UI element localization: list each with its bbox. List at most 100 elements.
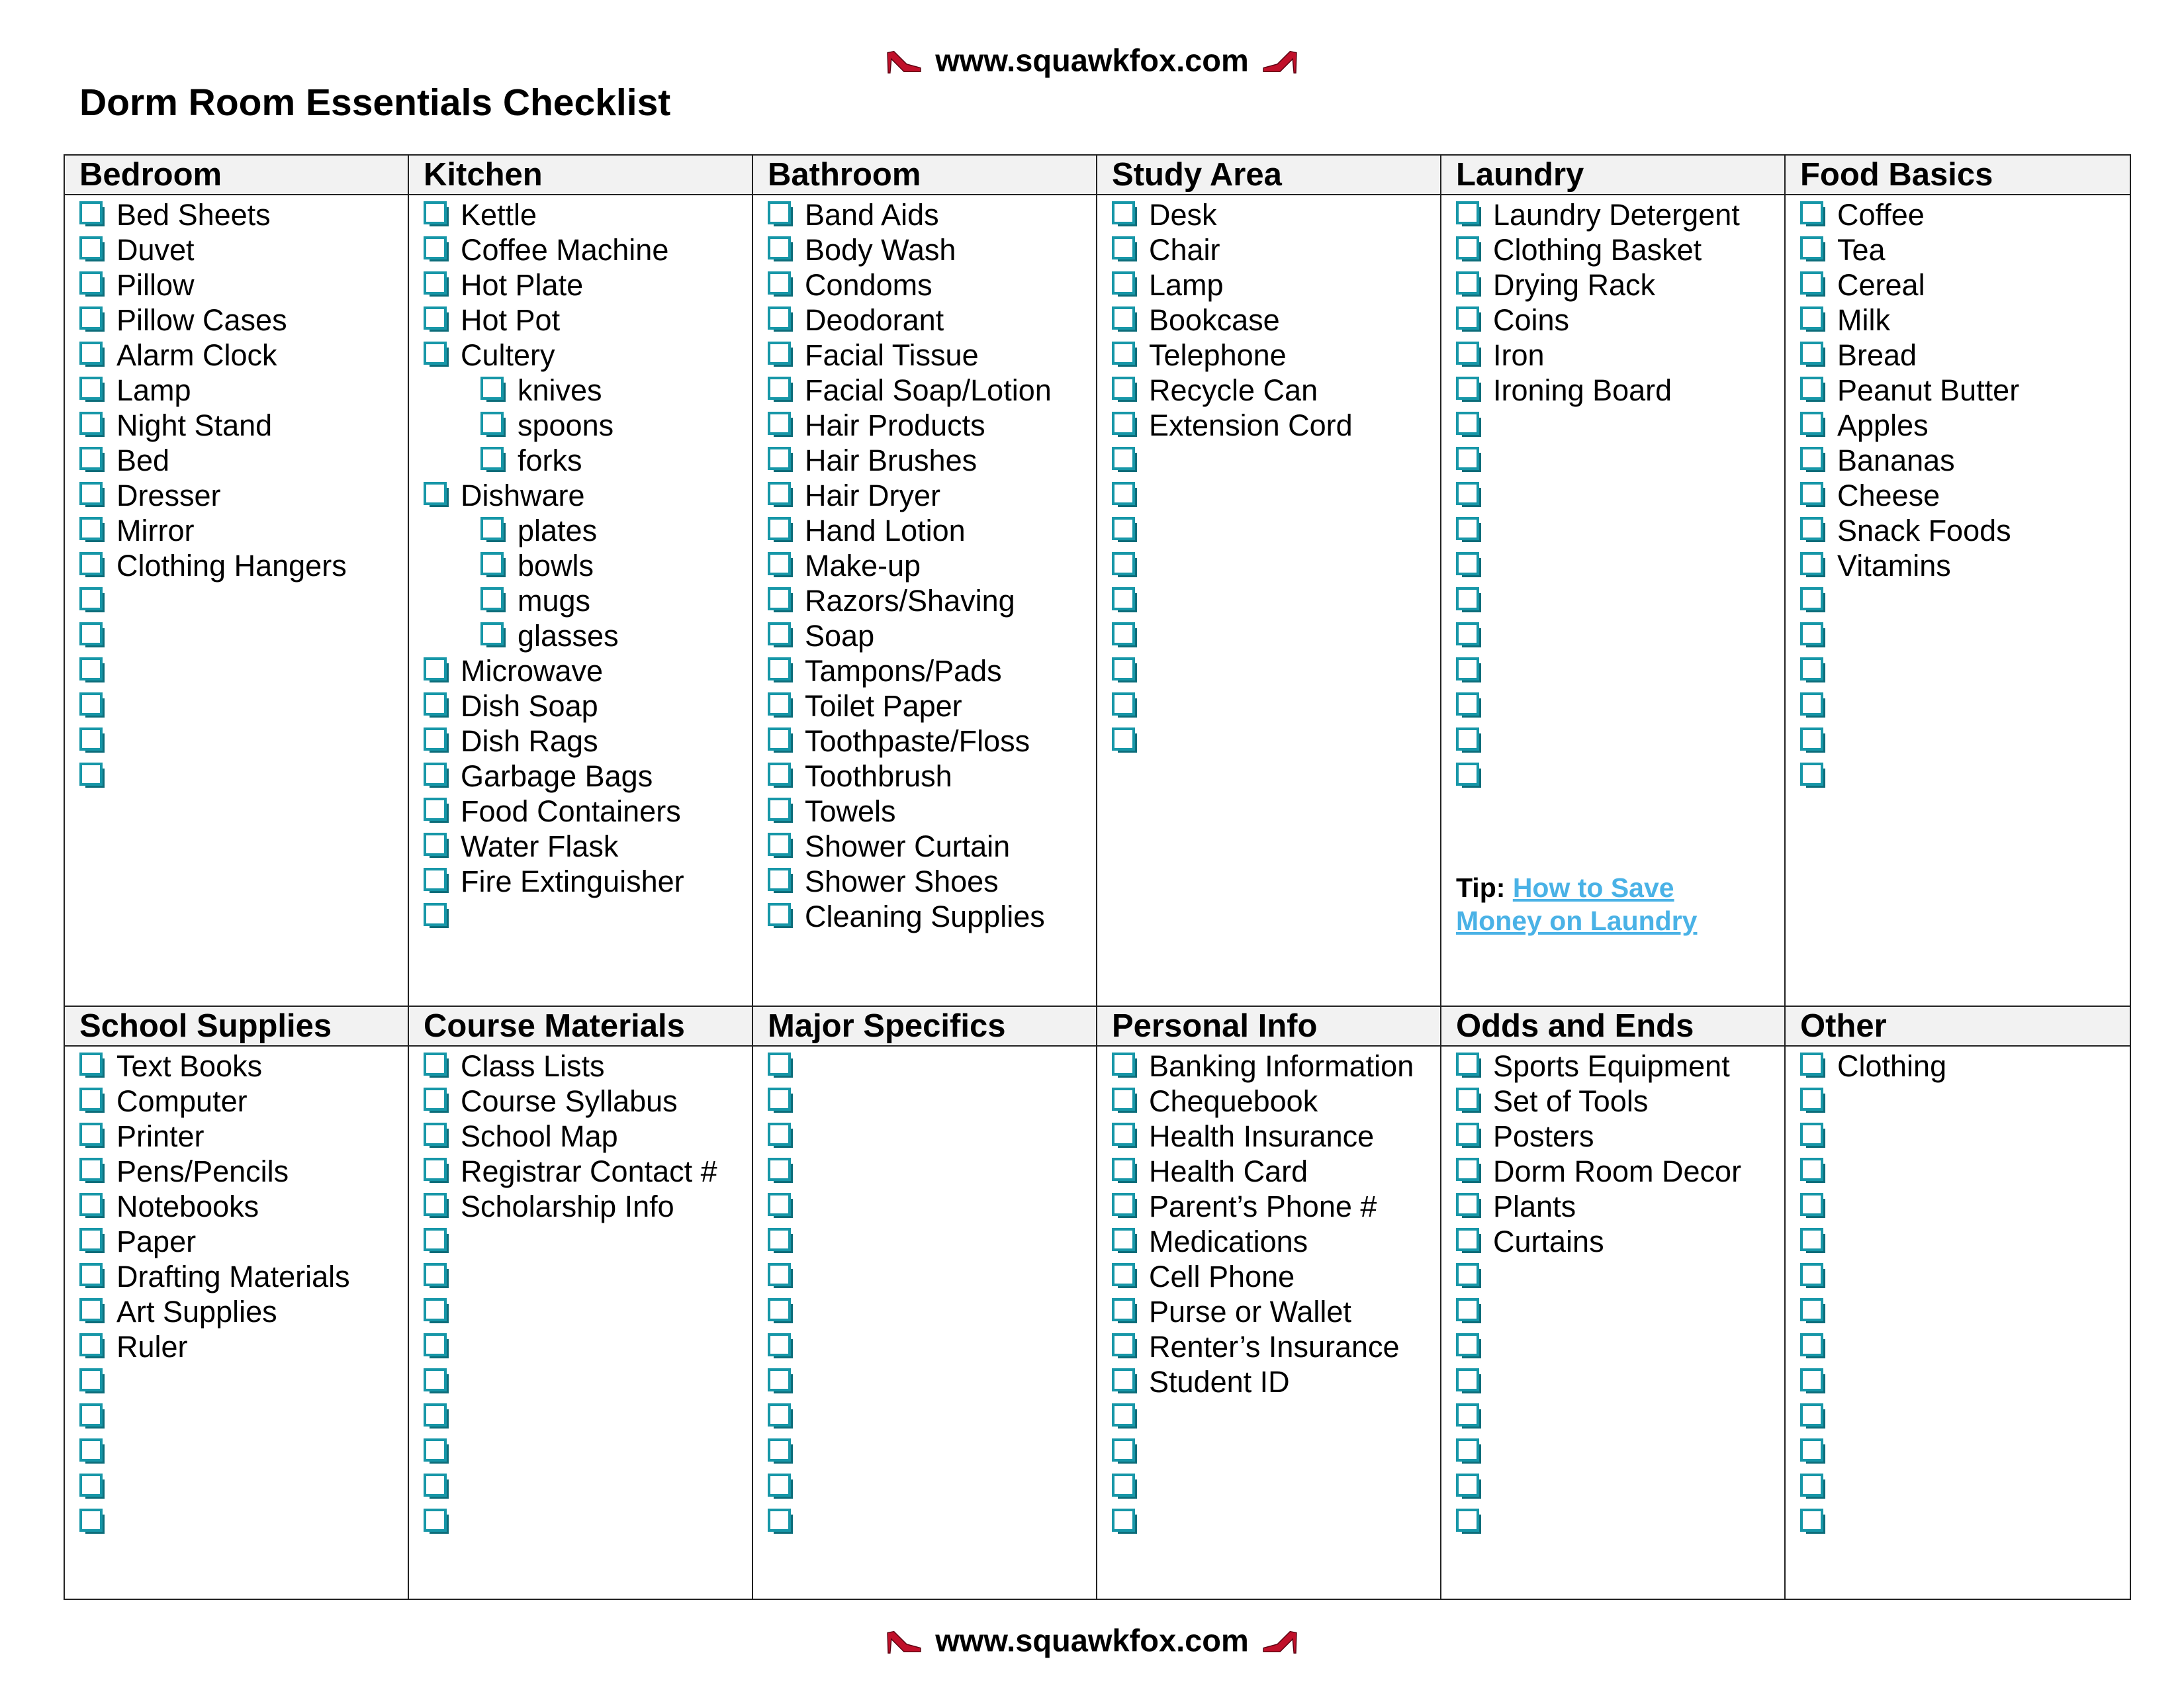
checkbox-icon bbox=[768, 1438, 793, 1464]
checklist-item-label: Hair Products bbox=[805, 408, 985, 442]
checkbox-icon bbox=[768, 692, 793, 718]
checkbox-icon bbox=[79, 342, 105, 367]
checkbox-icon bbox=[1800, 1403, 1825, 1429]
checkbox-icon bbox=[79, 306, 105, 332]
site-header: www.squawkfox.com bbox=[0, 38, 2184, 81]
checklist-item-label: Extension Cord bbox=[1149, 408, 1353, 442]
checkbox-icon bbox=[1112, 377, 1137, 402]
checklist-item-label: Duvet bbox=[116, 233, 195, 267]
checklist-item-label: Scholarship Info bbox=[461, 1190, 674, 1223]
checkbox-icon bbox=[79, 517, 105, 542]
checkbox-icon bbox=[424, 1474, 449, 1499]
site-footer: www.squawkfox.com bbox=[0, 1618, 2184, 1661]
checkbox-icon bbox=[1112, 622, 1137, 647]
checkbox-icon bbox=[1800, 1474, 1825, 1499]
checklist-item-label: Pillow bbox=[116, 268, 195, 302]
checkbox-icon bbox=[1456, 1193, 1481, 1218]
site-url[interactable]: www.squawkfox.com bbox=[935, 42, 1249, 78]
checklist-item-label: Plants bbox=[1493, 1190, 1576, 1223]
checklist-item-label: Health Card bbox=[1149, 1154, 1308, 1188]
checkbox-icon bbox=[1112, 657, 1137, 682]
high-heel-shoe-icon bbox=[887, 50, 921, 73]
checklist-item-label: Toothbrush bbox=[805, 759, 952, 793]
checkbox-icon bbox=[1456, 1228, 1481, 1253]
checklist-item-label: Vitamins bbox=[1837, 549, 1951, 583]
checkbox-icon bbox=[424, 798, 449, 823]
checklist-item-label: knives bbox=[518, 373, 602, 407]
checkbox-icon bbox=[1112, 1228, 1137, 1253]
checkbox-icon bbox=[768, 1193, 793, 1218]
checkbox-icon bbox=[79, 201, 105, 226]
checkbox-icon bbox=[1800, 1333, 1825, 1358]
checklist-item-label: Snack Foods bbox=[1837, 514, 2011, 547]
checklist-item-label: Renter’s Insurance bbox=[1149, 1330, 1400, 1364]
high-heel-shoe-icon bbox=[887, 1630, 921, 1654]
checklist-item-label: forks bbox=[518, 444, 582, 477]
section-title: Odds and Ends bbox=[1441, 1007, 1784, 1047]
checklist-item-label: Hand Lotion bbox=[805, 514, 966, 547]
checkbox-icon bbox=[768, 1263, 793, 1288]
checkbox-icon bbox=[1456, 377, 1481, 402]
checkbox-icon bbox=[1800, 377, 1825, 402]
checkbox-icon bbox=[1112, 342, 1137, 367]
checkbox-icon bbox=[768, 1368, 793, 1393]
section-title: Bedroom bbox=[65, 156, 408, 195]
checkbox-icon bbox=[1800, 1053, 1825, 1078]
section-title: Major Specifics bbox=[753, 1007, 1096, 1047]
section-title: Study Area bbox=[1097, 156, 1440, 195]
checkbox-icon bbox=[79, 763, 105, 788]
checkbox-icon bbox=[1456, 342, 1481, 367]
checkbox-icon bbox=[1800, 412, 1825, 437]
checklist-item-label: Fire Extinguisher bbox=[461, 865, 684, 898]
checkbox-icon bbox=[79, 1228, 105, 1253]
checkbox-icon bbox=[1456, 1509, 1481, 1534]
checklist-item-label: Drafting Materials bbox=[116, 1260, 350, 1293]
checkbox-icon bbox=[1456, 727, 1481, 753]
checkbox-icon bbox=[1800, 306, 1825, 332]
checkbox-icon bbox=[79, 482, 105, 507]
checkbox-icon bbox=[1800, 1263, 1825, 1288]
checkbox-icon bbox=[1112, 1088, 1137, 1113]
checkbox-icon bbox=[1800, 1438, 1825, 1464]
row-divider bbox=[65, 1006, 2130, 1007]
checkbox-icon bbox=[1456, 692, 1481, 718]
checklist-item-label: Peanut Butter bbox=[1837, 373, 2020, 407]
checkbox-icon bbox=[1800, 1509, 1825, 1534]
checkbox-icon bbox=[768, 447, 793, 472]
checklist-item-label: Facial Soap/Lotion bbox=[805, 373, 1052, 407]
checkbox-icon bbox=[1456, 306, 1481, 332]
checkbox-icon bbox=[1112, 1368, 1137, 1393]
checklist-item-label: Night Stand bbox=[116, 408, 273, 442]
checkbox-icon bbox=[79, 1333, 105, 1358]
checkbox-icon bbox=[79, 1368, 105, 1393]
checklist-item-label: Deodorant bbox=[805, 303, 944, 337]
checklist-item-label: Tea bbox=[1837, 233, 1886, 267]
checkbox-icon bbox=[768, 833, 793, 858]
checkbox-icon bbox=[1456, 552, 1481, 577]
page-title: Dorm Room Essentials Checklist bbox=[79, 81, 671, 124]
checkbox-icon bbox=[1112, 447, 1137, 472]
checklist-item-label: Lamp bbox=[1149, 268, 1224, 302]
checkbox-icon bbox=[1112, 1053, 1137, 1078]
checklist-item-label: Class Lists bbox=[461, 1049, 605, 1083]
checklist-item-label: Bananas bbox=[1837, 444, 1955, 477]
checkbox-icon bbox=[1800, 1298, 1825, 1323]
checkbox-icon bbox=[768, 1158, 793, 1183]
checklist-item-label: Art Supplies bbox=[116, 1295, 277, 1329]
checkbox-icon bbox=[1456, 1158, 1481, 1183]
checkbox-icon bbox=[1800, 236, 1825, 261]
checkbox-icon bbox=[1800, 271, 1825, 297]
checkbox-icon bbox=[1112, 1193, 1137, 1218]
checkbox-icon bbox=[424, 1228, 449, 1253]
checkbox-icon bbox=[424, 1333, 449, 1358]
checkbox-icon bbox=[768, 1123, 793, 1148]
checklist-item-label: Desk bbox=[1149, 198, 1217, 232]
checkbox-icon bbox=[1800, 1123, 1825, 1148]
checklist-item-label: Hot Plate bbox=[461, 268, 584, 302]
site-url[interactable]: www.squawkfox.com bbox=[935, 1622, 1249, 1658]
checkbox-icon bbox=[1456, 1403, 1481, 1429]
